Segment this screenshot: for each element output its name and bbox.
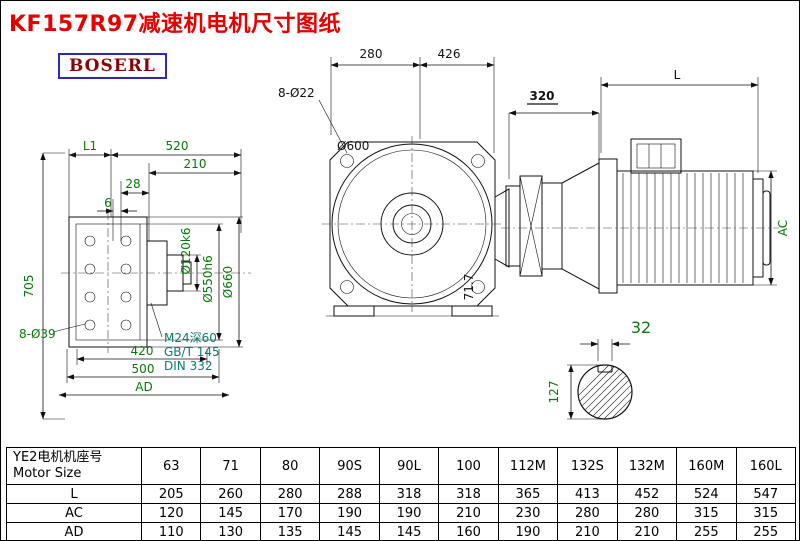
table-cell: 210	[616, 522, 678, 540]
note-din332: DIN 332	[164, 359, 212, 373]
dim-AC: AC	[776, 220, 790, 236]
column-header: 132M	[616, 447, 678, 485]
page-title: KF157R97减速机电机尺寸图纸	[9, 12, 342, 37]
dim-705: 705	[22, 275, 36, 298]
table-cell: 260	[200, 484, 261, 504]
column-header: 90S	[319, 447, 380, 485]
table-cell: 547	[735, 484, 797, 504]
table-cell: 365	[497, 484, 559, 504]
motor-view-dimensions: 320 L AC	[508, 68, 790, 286]
note-m24: M24深60	[164, 331, 217, 345]
table-cell: 280	[616, 503, 678, 523]
boserl-logo: BOSERL	[58, 53, 167, 79]
dim-L: L	[674, 68, 681, 82]
dim-520: 520	[166, 139, 189, 153]
dim-28: 28	[125, 177, 140, 191]
dim-32: 32	[631, 318, 651, 337]
note-gbt145: GB/T 145	[164, 345, 220, 359]
row-label: AC	[6, 503, 142, 523]
table-cell: 524	[676, 484, 737, 504]
table-cell: 135	[259, 522, 321, 540]
dim-dia-600: Ø600	[337, 139, 369, 153]
table-cell: 170	[259, 503, 321, 523]
row-label: L	[6, 484, 142, 504]
column-header: 80	[259, 447, 321, 485]
motor-view-drawing	[501, 138, 779, 294]
dim-dia-660: Ø660	[221, 266, 235, 298]
table-cell: 413	[557, 484, 618, 504]
row-label: AD	[6, 522, 142, 540]
table-cell: 145	[378, 522, 440, 540]
table-cell: 120	[140, 503, 202, 523]
dim-AD: AD	[135, 380, 152, 394]
dim-bolt-8d22: 8-Ø22	[278, 86, 315, 100]
dim-dia-550h6: Ø550h6	[201, 255, 215, 303]
dim-dia-120k6: Ø120k6	[179, 228, 193, 275]
column-header: 71	[200, 447, 261, 485]
dim-127: 127	[547, 381, 561, 404]
table-cell: 145	[200, 503, 261, 523]
front-view-drawing	[322, 136, 510, 317]
table-cell: 280	[557, 503, 618, 523]
column-header: 132S	[557, 447, 618, 485]
table-cell: 210	[438, 503, 499, 523]
table-cell: 130	[200, 522, 261, 540]
table-cell: 160	[438, 522, 499, 540]
table-cell: 280	[259, 484, 321, 504]
logo-text: BOSERL	[69, 56, 156, 76]
column-header: 160M	[676, 447, 737, 485]
dim-420: 420	[131, 344, 154, 358]
table-cell: 255	[735, 522, 797, 540]
table-cell: 190	[497, 522, 559, 540]
column-header: 63	[140, 447, 202, 485]
table-cell: 315	[735, 503, 797, 523]
table-cell: 110	[140, 522, 202, 540]
column-header: 100	[438, 447, 499, 485]
table-cell: 318	[378, 484, 440, 504]
flange-view-dimensions: L1 520 210 28 6 705 8-Ø39 420 500 AD	[19, 139, 243, 420]
column-header: 90L	[378, 447, 440, 485]
table-cell: 452	[616, 484, 678, 504]
shaft-section-dimensions: 32 127	[547, 318, 651, 420]
table-cell: 190	[378, 503, 440, 523]
table-cell: 205	[140, 484, 202, 504]
dim-280: 280	[360, 47, 383, 61]
column-header: 112M	[497, 447, 559, 485]
table-cell: 145	[319, 522, 380, 540]
dim-6: 6	[104, 196, 112, 210]
table-cell: 230	[497, 503, 559, 523]
table-cell: 318	[438, 484, 499, 504]
shaft-section-drawing	[577, 364, 633, 420]
front-view-dimensions: 280 426 8-Ø22 Ø600 71.7	[278, 47, 495, 301]
column-header: 160L	[735, 447, 797, 485]
dim-500: 500	[132, 362, 155, 376]
table-cell: 288	[319, 484, 380, 504]
dim-L1: L1	[83, 139, 97, 153]
table-cell: 315	[676, 503, 737, 523]
table-cell: 210	[557, 522, 618, 540]
dim-426: 426	[438, 47, 461, 61]
table-cell: 255	[676, 522, 737, 540]
dim-210: 210	[184, 157, 207, 171]
dim-320: 320	[529, 89, 554, 103]
dim-angle-717: 71.7	[462, 274, 476, 301]
table-cell: 190	[319, 503, 380, 523]
dim-bolt-8d39: 8-Ø39	[19, 327, 56, 341]
